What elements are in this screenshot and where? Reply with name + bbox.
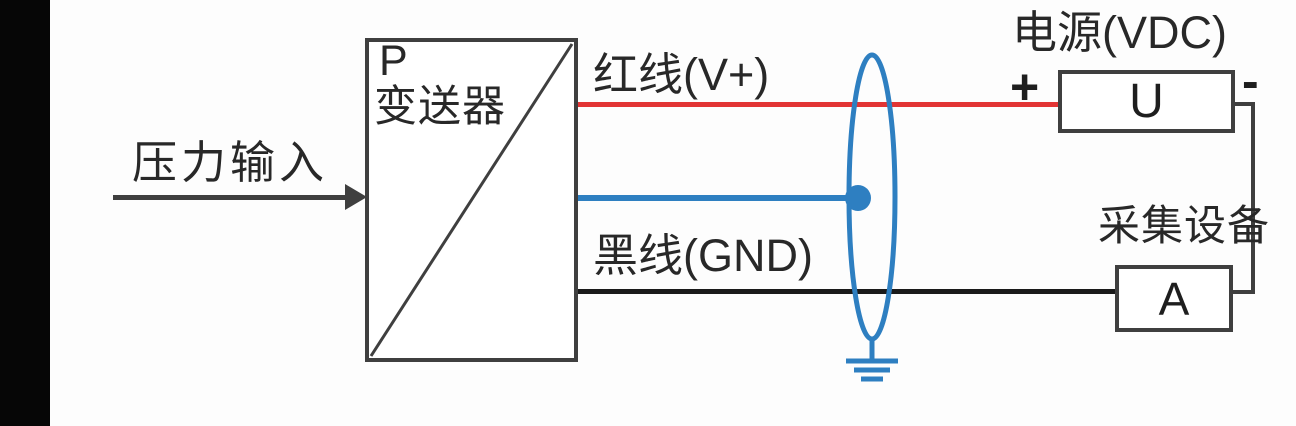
red-wire-v-plus: [578, 102, 1058, 107]
blue-shield-wire: [578, 195, 860, 201]
power-supply-label: 电源(VDC): [1012, 7, 1227, 58]
pressure-input-arrow-line: [113, 195, 347, 200]
minus-sign: -: [1242, 53, 1259, 109]
pressure-input-label: 压力输入: [132, 137, 329, 188]
psu-to-acq-wire-top-stub: [1235, 102, 1255, 106]
red-wire-label: 红线(V+): [593, 49, 770, 100]
cable-shield-and-ground-icon: [846, 52, 898, 382]
psu-to-acq-wire-vertical: [1251, 102, 1255, 294]
black-wire-label: 黑线(GND): [593, 230, 813, 281]
transmitter-symbol: P: [379, 37, 408, 85]
plus-sign: +: [1010, 59, 1040, 115]
transmitter-name: 变送器: [374, 83, 506, 131]
black-wire-gnd: [578, 289, 1115, 294]
transmitter-box: P 变送器: [365, 38, 578, 362]
psu-to-acq-wire-bottom-stub: [1233, 290, 1255, 294]
shield-ellipse: [846, 52, 898, 342]
power-supply-symbol: U: [1129, 75, 1164, 128]
acquisition-device-box: A: [1115, 265, 1233, 332]
arrowhead-icon: [345, 184, 367, 210]
left-black-bar: [0, 0, 50, 426]
power-supply-box: U: [1058, 70, 1235, 133]
transmitter-diagonal-line: [369, 43, 574, 357]
acquisition-device-label: 采集设备: [1098, 202, 1271, 249]
acquisition-device-symbol: A: [1158, 272, 1190, 325]
